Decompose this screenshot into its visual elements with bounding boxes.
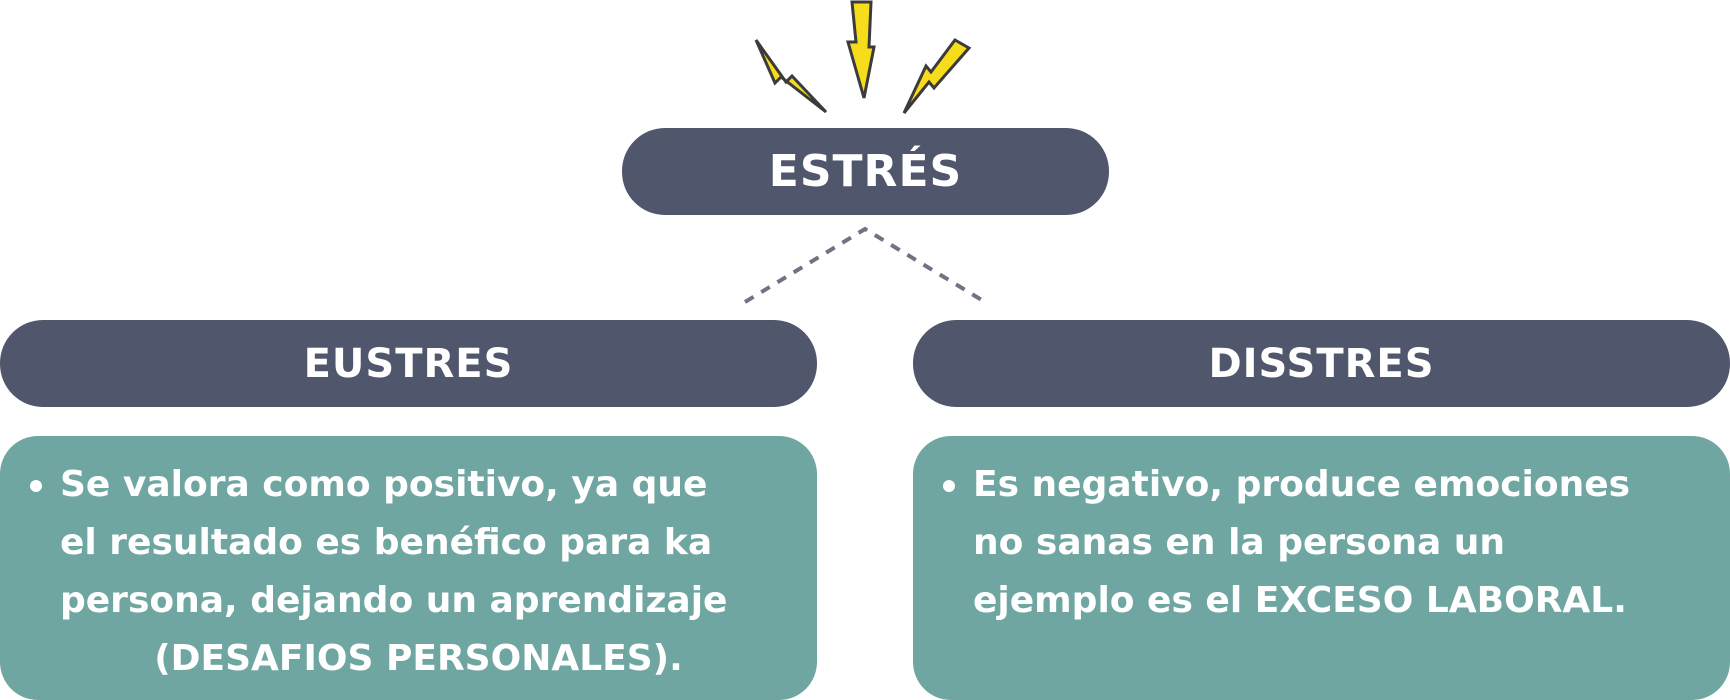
branch-description-disstres: Es negativo, produce emociones no sanas … <box>913 436 1730 700</box>
description-line: el resultado es benéfico para ka <box>60 522 713 563</box>
description-line: no sanas en la persona un <box>973 522 1506 563</box>
connector-line <box>743 226 987 304</box>
branch-header-disstres: DISSTRES <box>913 320 1730 407</box>
root-node-label: ESTRÉS <box>768 146 963 197</box>
description-line: Se valora como positivo, ya que <box>60 464 708 505</box>
branch-description-eustres: Se valora como positivo, ya que el resul… <box>0 436 817 700</box>
description-text-disstres: Es negativo, produce emociones no sanas … <box>973 456 1690 630</box>
description-text-eustres: Se valora como positivo, ya que el resul… <box>60 456 777 688</box>
lightning-icon-right <box>902 38 972 114</box>
branch-header-eustres: EUSTRES <box>0 320 817 407</box>
description-line: (DESAFIOS PERSONALES). <box>154 638 683 679</box>
root-node-estres: ESTRÉS <box>622 128 1109 215</box>
branch-title-disstres: DISSTRES <box>1208 340 1435 387</box>
description-line: persona, dejando un aprendizaje <box>60 580 728 621</box>
branch-title-eustres: EUSTRES <box>303 340 514 387</box>
lightning-icon-center <box>846 0 876 99</box>
lightning-icon-left <box>754 39 828 114</box>
bullet-icon <box>30 480 42 492</box>
bullet-icon <box>943 480 955 492</box>
description-line: ejemplo es el EXCESO LABORAL. <box>973 580 1627 621</box>
description-line: Es negativo, produce emociones <box>973 464 1631 505</box>
